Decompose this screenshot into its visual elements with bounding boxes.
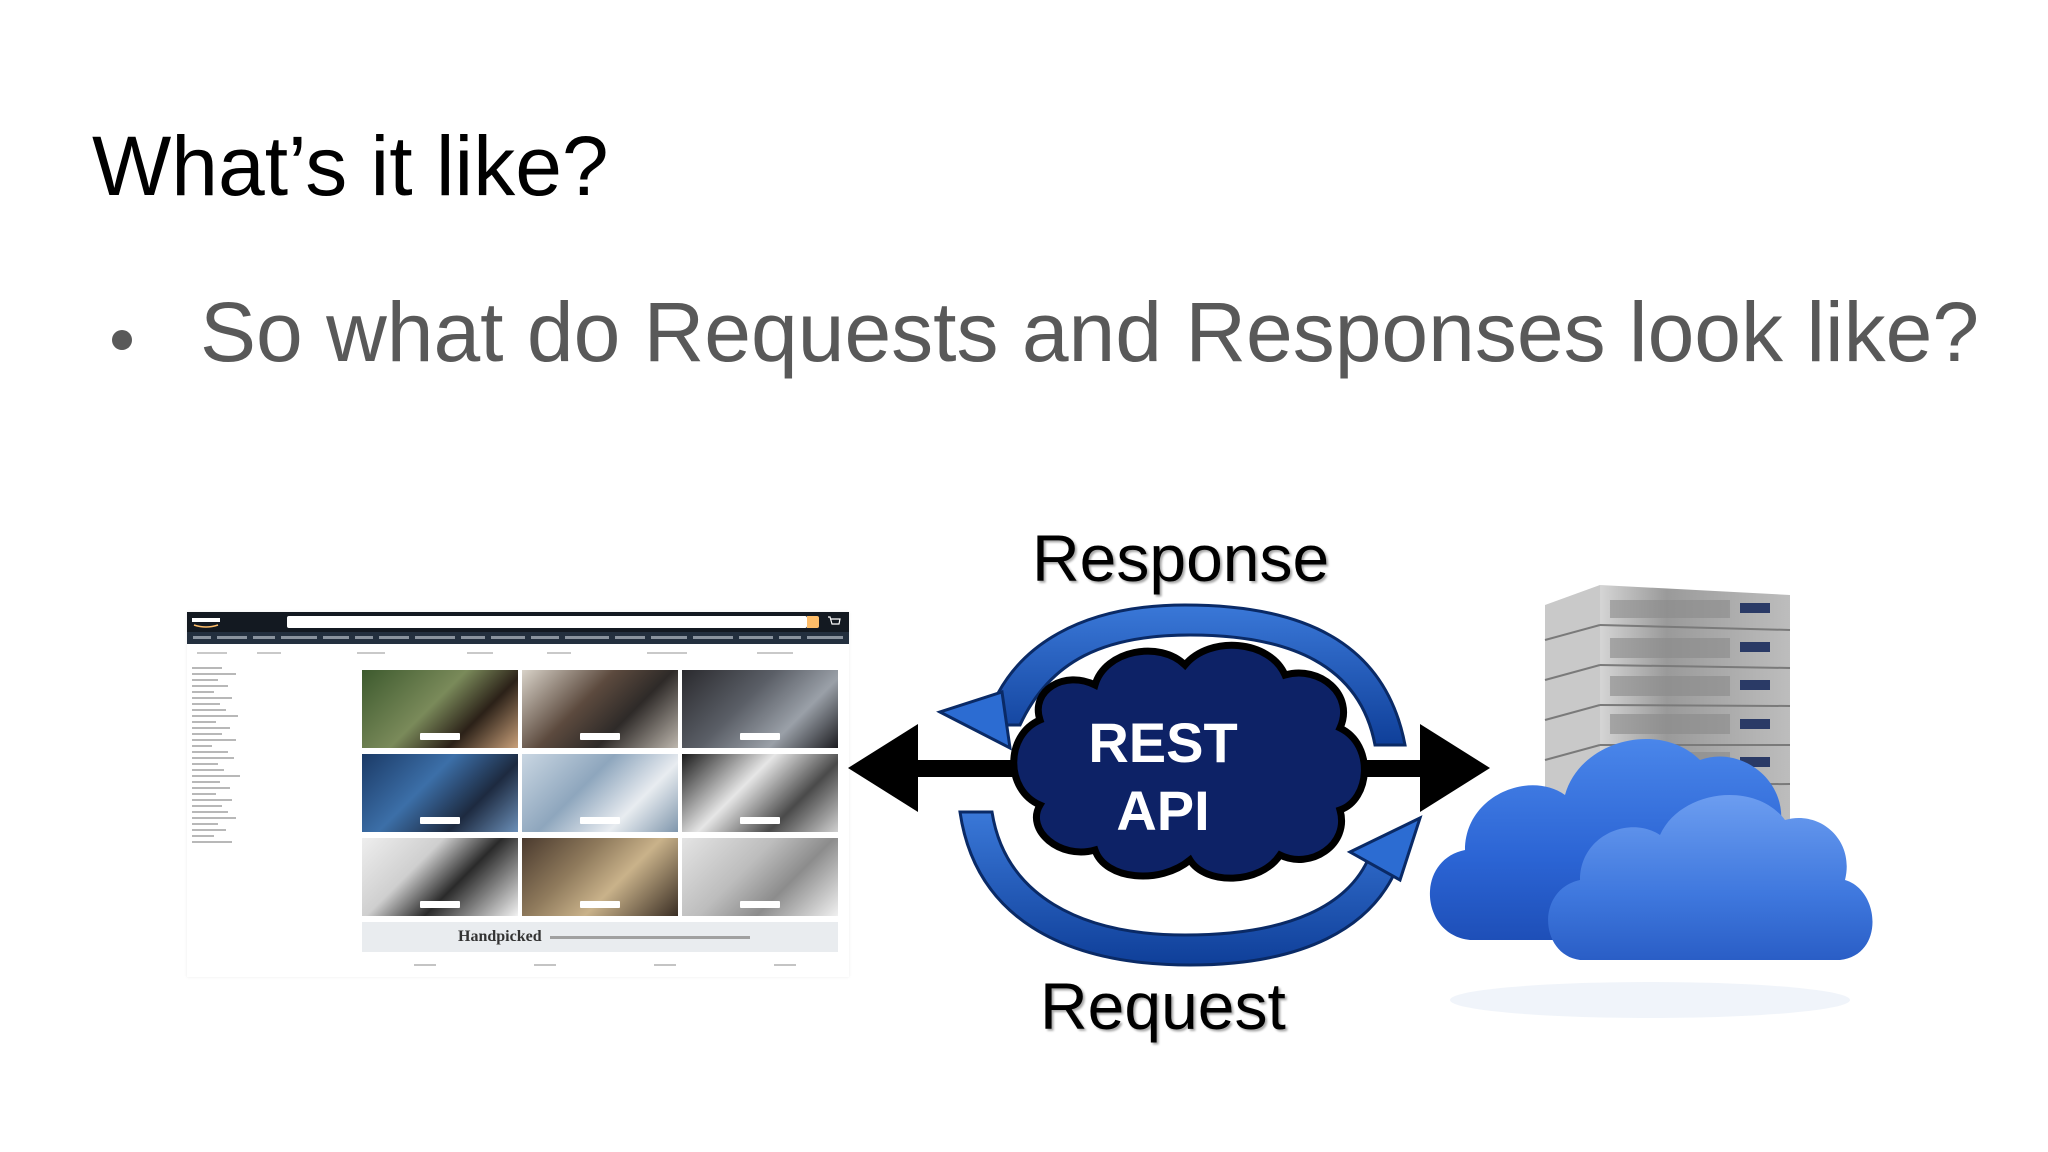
website-screenshot: Handpicked [187, 612, 849, 977]
slide-title: What’s it like? [92, 119, 609, 213]
site-subnav [187, 648, 849, 658]
site-tile [682, 754, 838, 832]
site-navbar [187, 632, 849, 644]
site-tile [682, 670, 838, 748]
site-sidebar [192, 667, 252, 917]
site-handpicked-label: Handpicked [458, 928, 542, 945]
site-tile [522, 754, 678, 832]
site-tile [522, 838, 678, 916]
rest-api-cloud-icon [1010, 641, 1368, 882]
site-tile [522, 670, 678, 748]
site-tile [362, 670, 518, 748]
site-tile [682, 838, 838, 916]
request-label: Request [1040, 969, 1286, 1043]
site-cart-icon [827, 615, 843, 629]
rest-api-label-line1: REST [1088, 711, 1238, 774]
response-arc-icon [936, 603, 1407, 751]
site-tile [362, 838, 518, 916]
request-arc-icon [958, 810, 1423, 967]
site-product-grid [362, 670, 838, 920]
site-logo-icon [192, 615, 232, 629]
bullet-dot-icon [112, 329, 132, 350]
site-search-icon [807, 616, 819, 628]
response-label: Response [1032, 521, 1330, 595]
bullet-text: So what do Requests and Responses look l… [200, 285, 1980, 379]
site-footer-row [362, 958, 838, 974]
site-handpicked-banner: Handpicked [362, 922, 838, 952]
site-search-bar [287, 616, 807, 628]
rest-api-label-line2: API [1116, 779, 1210, 842]
site-topbar [187, 612, 849, 632]
bullet-item: So what do Requests and Responses look l… [112, 284, 1979, 381]
cloud-icon [1429, 738, 1873, 1018]
site-tile [362, 754, 518, 832]
